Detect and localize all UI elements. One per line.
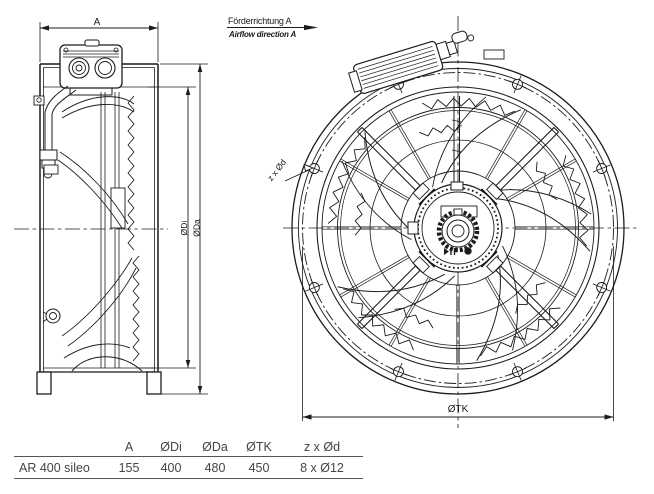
header-bolts: z x Ød — [303, 439, 341, 454]
dim-label-da: ØDa — [192, 219, 202, 237]
airflow-direction-en: Airflow direction A — [228, 30, 296, 39]
dim-label-di: ØDi — [179, 221, 189, 236]
value-tk: 450 — [248, 460, 270, 475]
dim-label-a: A — [94, 17, 101, 28]
dim-label-bolt-pattern: z x Ød — [265, 157, 288, 183]
spec-table-data-row: AR 400 sileo 155 400 480 450 8 x Ø12 — [14, 457, 363, 479]
airflow-arrow-icon — [304, 24, 318, 31]
fan-technical-drawing: Förderrichtung A Airflow direction A A Ø… — [14, 16, 637, 428]
header-di: ØDi — [160, 439, 182, 454]
header-da: ØDa — [202, 439, 228, 454]
value-di: 400 — [160, 460, 182, 475]
header-a: A — [124, 439, 134, 454]
spec-table: A ØDi ØDa ØTK z x Ød AR 400 sileo 155 40… — [14, 437, 363, 479]
side-view — [14, 39, 168, 395]
value-da: 480 — [204, 460, 226, 475]
model-name: AR 400 sileo — [19, 460, 90, 475]
header-tk: ØTK — [246, 439, 272, 454]
spec-table-header-row: A ØDi ØDa ØTK z x Ød — [14, 437, 363, 457]
airflow-direction-de: Förderrichtung A — [228, 16, 292, 26]
value-a: 155 — [118, 460, 140, 475]
dim-label-tk: ØTK — [448, 404, 469, 415]
dimension-lines — [39, 22, 614, 421]
airflow-annotation: Förderrichtung A Airflow direction A — [227, 16, 318, 39]
front-view — [283, 16, 637, 428]
value-bolts: 8 x Ø12 — [300, 460, 344, 475]
